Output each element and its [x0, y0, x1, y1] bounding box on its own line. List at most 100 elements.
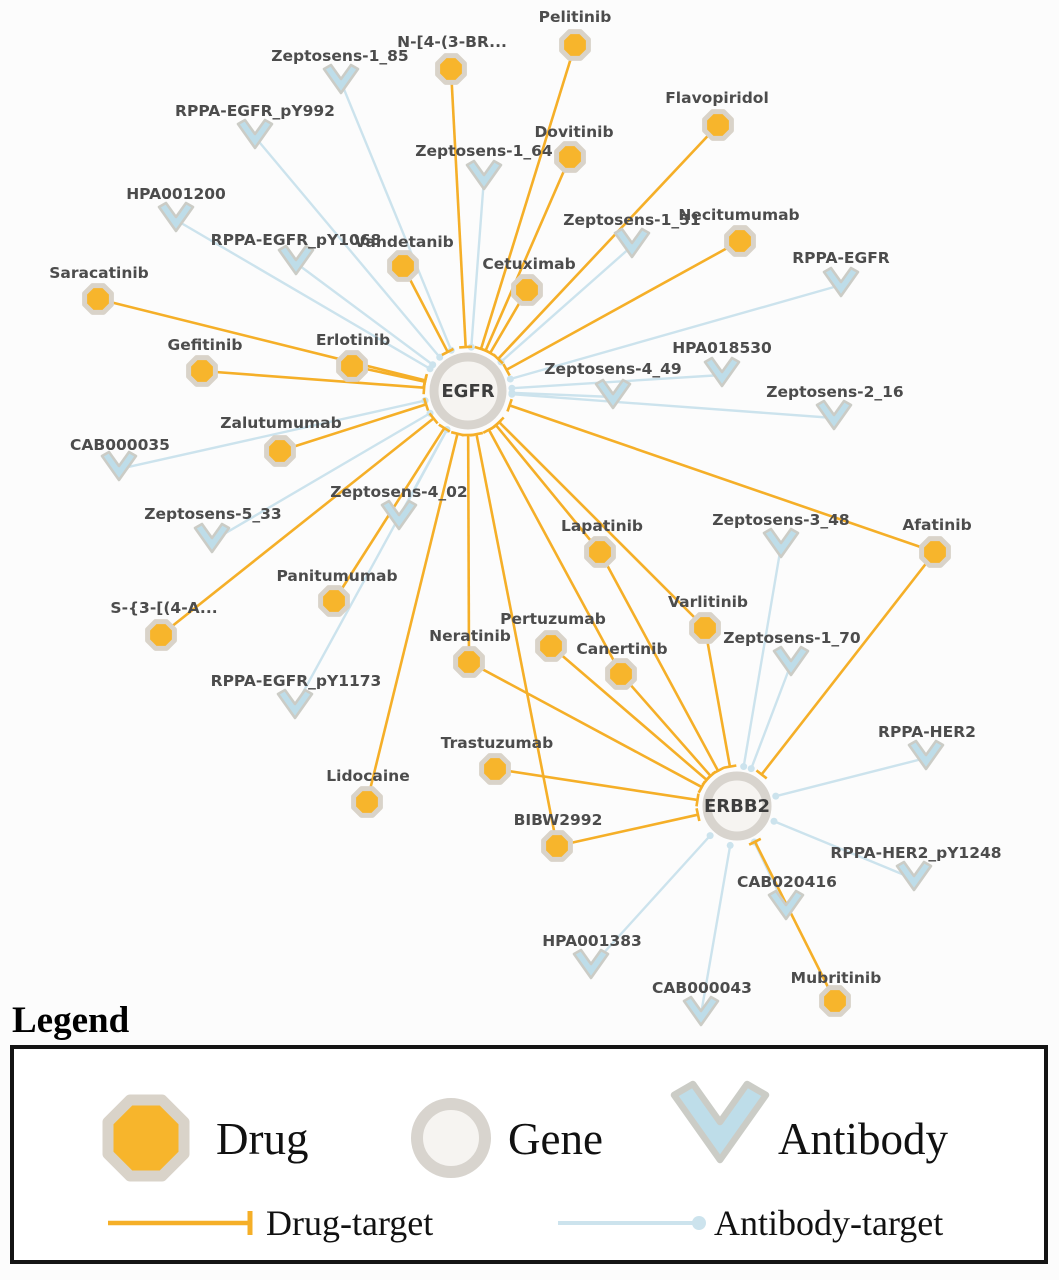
- edge-tee: [428, 412, 439, 425]
- antibody-target-edge: [175, 218, 431, 370]
- antibody-target-edge: [750, 663, 793, 770]
- antibody-node-zeptosens-1-51[interactable]: [613, 227, 651, 259]
- drug-target-edge: [479, 44, 577, 350]
- drug-node-lidocaine[interactable]: [351, 786, 383, 818]
- gene-icon: [411, 1098, 491, 1178]
- drug-node-cetuximab[interactable]: [511, 274, 543, 306]
- drug-node-lapatinib[interactable]: [584, 536, 616, 568]
- antibody-node-zeptosens-1-64[interactable]: [465, 159, 503, 191]
- node-label-zeptosens-1-70: Zeptosens-1_70: [723, 629, 861, 647]
- drug-node-n-4-3-br[interactable]: [435, 53, 467, 85]
- node-label-varlitinib: Varlitinib: [668, 593, 748, 611]
- drug-node-vandetanib[interactable]: [387, 250, 419, 282]
- gene-node-egfr[interactable]: [429, 352, 507, 430]
- antibody-node-rppa-her2-py1248[interactable]: [895, 860, 933, 892]
- node-label-cab000043: CAB000043: [652, 979, 752, 997]
- edge-tee: [755, 769, 768, 780]
- drug-target-edge: [620, 673, 712, 777]
- node-label-pertuzumab: Pertuzumab: [500, 610, 606, 628]
- antibody-node-zeptosens-2-16[interactable]: [815, 399, 853, 431]
- antibody-target-edge: [773, 820, 915, 881]
- antibody-node-hpa001200[interactable]: [157, 201, 195, 233]
- legend-drug-label: Drug: [216, 1114, 308, 1164]
- antibody-target-edge: [118, 399, 426, 471]
- drug-node-canertinib[interactable]: [605, 658, 637, 690]
- drug-node-saracatinib[interactable]: [82, 283, 114, 315]
- gene-label-erbb2: ERBB2: [704, 796, 770, 817]
- antibody-node-rppa-egfr[interactable]: [822, 266, 860, 298]
- drug-node-trastuzumab[interactable]: [479, 753, 511, 785]
- drug-node-pelitinib[interactable]: [559, 29, 591, 61]
- node-label-mubritinib: Mubritinib: [791, 969, 882, 987]
- labels-layer: EGFRERBB2PelitinibN-[4-(3-BR...Dovitinib…: [49, 8, 1001, 997]
- drug-target-edge: [760, 551, 937, 776]
- antibody-icon: [670, 1080, 770, 1164]
- drug-node-varlitinib[interactable]: [689, 612, 721, 644]
- antibody-node-zeptosens-3-48[interactable]: [762, 527, 800, 559]
- drug-node-panitumumab[interactable]: [318, 585, 350, 617]
- antibody-node-hpa018530[interactable]: [703, 356, 741, 388]
- antibody-node-zeptosens-4-02[interactable]: [380, 499, 418, 531]
- antibody-target-edge: [211, 412, 431, 543]
- drug-node-necitumumab[interactable]: [724, 225, 756, 257]
- node-label-saracatinib: Saracatinib: [49, 264, 149, 282]
- antibody-target-edge: [511, 393, 835, 420]
- edge-dot: [747, 765, 755, 773]
- antibody-node-rppa-her2[interactable]: [907, 739, 945, 771]
- drug-node-mubritinib[interactable]: [819, 985, 851, 1017]
- drug-node-erlotinib[interactable]: [336, 350, 368, 382]
- drug-node-pertuzumab[interactable]: [535, 630, 567, 662]
- legend-drug-target-label: Drug-target: [266, 1203, 433, 1243]
- antibody-node-cab020416[interactable]: [767, 889, 805, 921]
- drug-node-neratinib[interactable]: [453, 646, 485, 678]
- antibody-node-zeptosens-4-49[interactable]: [594, 378, 632, 410]
- drug-target-edge: [498, 421, 706, 629]
- antibody-node-hpa001383[interactable]: [572, 948, 610, 980]
- drug-target-edge: [201, 369, 425, 389]
- antibody-target-dot-icon: [692, 1216, 706, 1230]
- drug-node-s-3-4-a[interactable]: [145, 619, 177, 651]
- node-label-gefitinib: Gefitinib: [168, 336, 243, 354]
- drug-target-edge: [487, 429, 623, 675]
- antibody-target-edge: [295, 262, 434, 366]
- legend-title: Legend: [12, 1000, 130, 1041]
- antibody-node-cab000035[interactable]: [100, 450, 138, 482]
- drug-node-dovitinib[interactable]: [554, 141, 586, 173]
- antibody-node-zeptosens-1-85[interactable]: [322, 63, 360, 95]
- node-label-trastuzumab: Trastuzumab: [441, 734, 553, 752]
- edge-tee: [450, 430, 465, 437]
- node-label-hpa001200: HPA001200: [126, 185, 226, 203]
- node-label-bibw2992: BIBW2992: [514, 811, 603, 829]
- drug-target-edge: [365, 433, 459, 803]
- gene-node-erbb2[interactable]: [702, 771, 772, 841]
- antibody-node-zeptosens-1-70[interactable]: [772, 645, 810, 677]
- network-graph: EGFRERBB2PelitinibN-[4-(3-BR...Dovitinib…: [49, 8, 1002, 1027]
- edges-layer: [97, 44, 937, 1015]
- edge-tee: [695, 793, 700, 807]
- legend-antibody-target-label: Antibody-target: [714, 1203, 943, 1243]
- node-label-erlotinib: Erlotinib: [316, 331, 390, 349]
- edge-tee: [459, 345, 473, 349]
- node-label-hpa001383: HPA001383: [542, 932, 642, 950]
- drug-node-gefitinib[interactable]: [186, 355, 218, 387]
- edge-dot: [506, 375, 514, 383]
- drug-node-zalutumumab[interactable]: [264, 435, 296, 467]
- node-label-rppa-her2-py1248: RPPA-HER2_pY1248: [830, 844, 1001, 862]
- antibody-node-cab000043[interactable]: [682, 995, 720, 1027]
- antibody-node-zeptosens-5-33[interactable]: [193, 522, 231, 554]
- legend-gene-label: Gene: [508, 1114, 603, 1164]
- drug-target-edge: [703, 627, 732, 767]
- drug-icon: [102, 1094, 190, 1182]
- drug-node-bibw2992[interactable]: [541, 830, 573, 862]
- drug-node-flavopiridol[interactable]: [702, 109, 734, 141]
- antibody-node-rppa-egfr-py1068[interactable]: [277, 244, 315, 276]
- antibody-target-edge: [775, 756, 927, 798]
- antibody-node-rppa-egfr-py992[interactable]: [236, 118, 274, 150]
- edge-tee: [704, 770, 717, 782]
- node-label-rppa-egfr: RPPA-EGFR: [792, 249, 890, 267]
- edge-tee: [748, 837, 762, 846]
- edge-dot: [740, 763, 748, 771]
- antibody-node-rppa-egfr-py1173[interactable]: [276, 688, 314, 720]
- drug-node-afatinib[interactable]: [919, 536, 951, 568]
- node-label-cab000035: CAB000035: [70, 436, 170, 454]
